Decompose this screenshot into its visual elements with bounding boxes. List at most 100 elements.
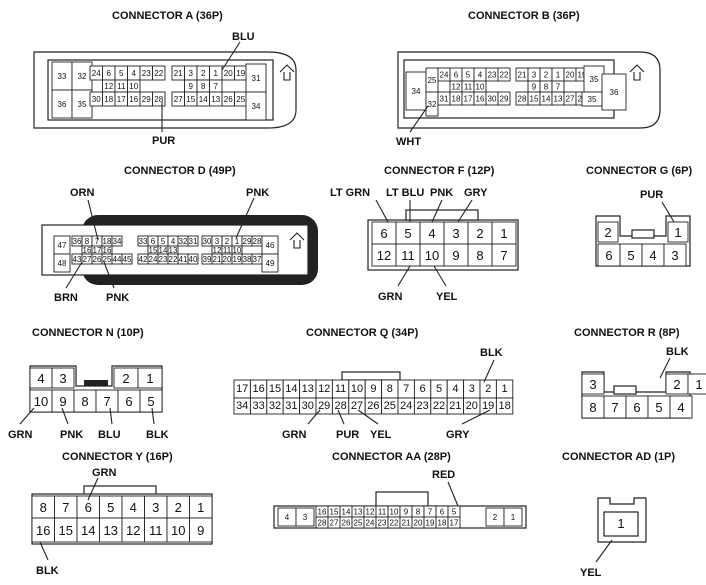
pin: 9 <box>404 508 409 517</box>
pin: 4 <box>677 400 684 415</box>
pin: 45 <box>123 255 132 264</box>
pin: 28 <box>318 519 327 528</box>
pin: 4 <box>171 237 176 246</box>
pin: 25 <box>103 255 112 264</box>
connector-aa-latch <box>375 491 429 507</box>
pin: 23 <box>416 400 428 412</box>
pin: 16 <box>129 95 138 104</box>
pin-cell <box>581 373 605 395</box>
wire-label: BLK <box>480 347 503 359</box>
pin: 8 <box>476 248 483 263</box>
pin: 21 <box>518 71 527 80</box>
pin: 33 <box>252 400 264 412</box>
pin: 32 <box>78 72 87 81</box>
pin: 29 <box>318 400 330 412</box>
pin: 15 <box>149 246 158 255</box>
pin: 10 <box>476 83 485 92</box>
pin: 11 <box>378 508 387 517</box>
connector-r-title: CONNECTOR R (8P) <box>574 327 680 339</box>
pin: 36 <box>58 100 67 109</box>
pin: 34 <box>412 87 421 96</box>
pin: 3 <box>59 371 66 386</box>
wire-label: GRY <box>446 429 470 441</box>
pin: 22 <box>390 519 399 528</box>
wire-label: PNK <box>106 292 129 304</box>
pin: 33 <box>139 237 148 246</box>
pin: 23 <box>488 71 497 80</box>
pin: 36 <box>610 88 619 97</box>
pin: 25 <box>236 95 245 104</box>
pin: 14 <box>342 508 351 517</box>
pin: 30 <box>203 237 212 246</box>
pin: 7 <box>611 400 618 415</box>
pin: 15 <box>186 95 195 104</box>
pin: 20 <box>466 400 478 412</box>
pin: 25 <box>354 519 363 528</box>
wire-label: YEL <box>436 291 458 303</box>
pin: 8 <box>81 394 88 409</box>
pin: 12 <box>377 248 391 263</box>
pin: 15 <box>530 95 539 104</box>
pin: 1 <box>511 513 516 522</box>
pin: 1 <box>556 71 561 80</box>
pin: 10 <box>390 508 399 517</box>
wire-label: GRN <box>282 429 307 441</box>
wire-label: BLK <box>146 429 169 441</box>
pin: 13 <box>211 95 220 104</box>
pin-cell <box>597 221 619 243</box>
pin: 3 <box>452 226 459 241</box>
pin: 12 <box>318 383 330 395</box>
pin: 30 <box>302 400 314 412</box>
pin: 8 <box>589 400 596 415</box>
pin: 26 <box>93 255 102 264</box>
pin: 21 <box>174 69 183 78</box>
pin: 5 <box>627 248 634 263</box>
pin: 13 <box>302 383 314 395</box>
wire-label: PNK <box>430 187 453 199</box>
pin: 13 <box>169 246 178 255</box>
pin: 24 <box>92 69 101 78</box>
wire-label: BLU <box>98 429 121 441</box>
pin: 14 <box>199 95 208 104</box>
pin: 27 <box>83 255 92 264</box>
pin: 26 <box>342 519 351 528</box>
pin: 35 <box>588 95 597 104</box>
pin: 39 <box>203 255 212 264</box>
pin: 8 <box>387 383 393 395</box>
pin: 8 <box>40 500 47 515</box>
pin: 7 <box>500 248 507 263</box>
pin: 11 <box>335 383 346 395</box>
pin: 24 <box>366 519 375 528</box>
connector-b-title: CONNECTOR B (36P) <box>468 10 580 22</box>
pin: 4 <box>649 248 656 263</box>
pin: 20 <box>223 255 232 264</box>
pin: 4 <box>285 513 290 522</box>
pin: 20 <box>414 519 423 528</box>
wire-label: YEL <box>370 429 392 441</box>
pin: 1 <box>674 225 681 240</box>
pin: 10 <box>425 248 439 263</box>
connector-q-title: CONNECTOR Q (34P) <box>306 327 419 339</box>
pin: 18 <box>452 95 461 104</box>
pin: 27 <box>351 400 363 412</box>
pin: 20 <box>566 71 575 80</box>
connector-n-title: CONNECTOR N (10P) <box>32 327 144 339</box>
pin: 34 <box>236 400 248 412</box>
pin: 14 <box>542 95 551 104</box>
pin-cell <box>667 221 689 243</box>
connector-g-title: CONNECTOR G (6P) <box>586 165 692 177</box>
pin: 13 <box>554 95 563 104</box>
wire-label: ORN <box>70 187 95 199</box>
connector-aa-title: CONNECTOR AA (28P) <box>332 451 451 463</box>
connector-r-latch <box>613 385 637 395</box>
pin: 20 <box>224 69 233 78</box>
pin: 14 <box>285 383 297 395</box>
pin: 21 <box>402 519 411 528</box>
pin: 8 <box>416 508 421 517</box>
pin: 31 <box>189 237 198 246</box>
